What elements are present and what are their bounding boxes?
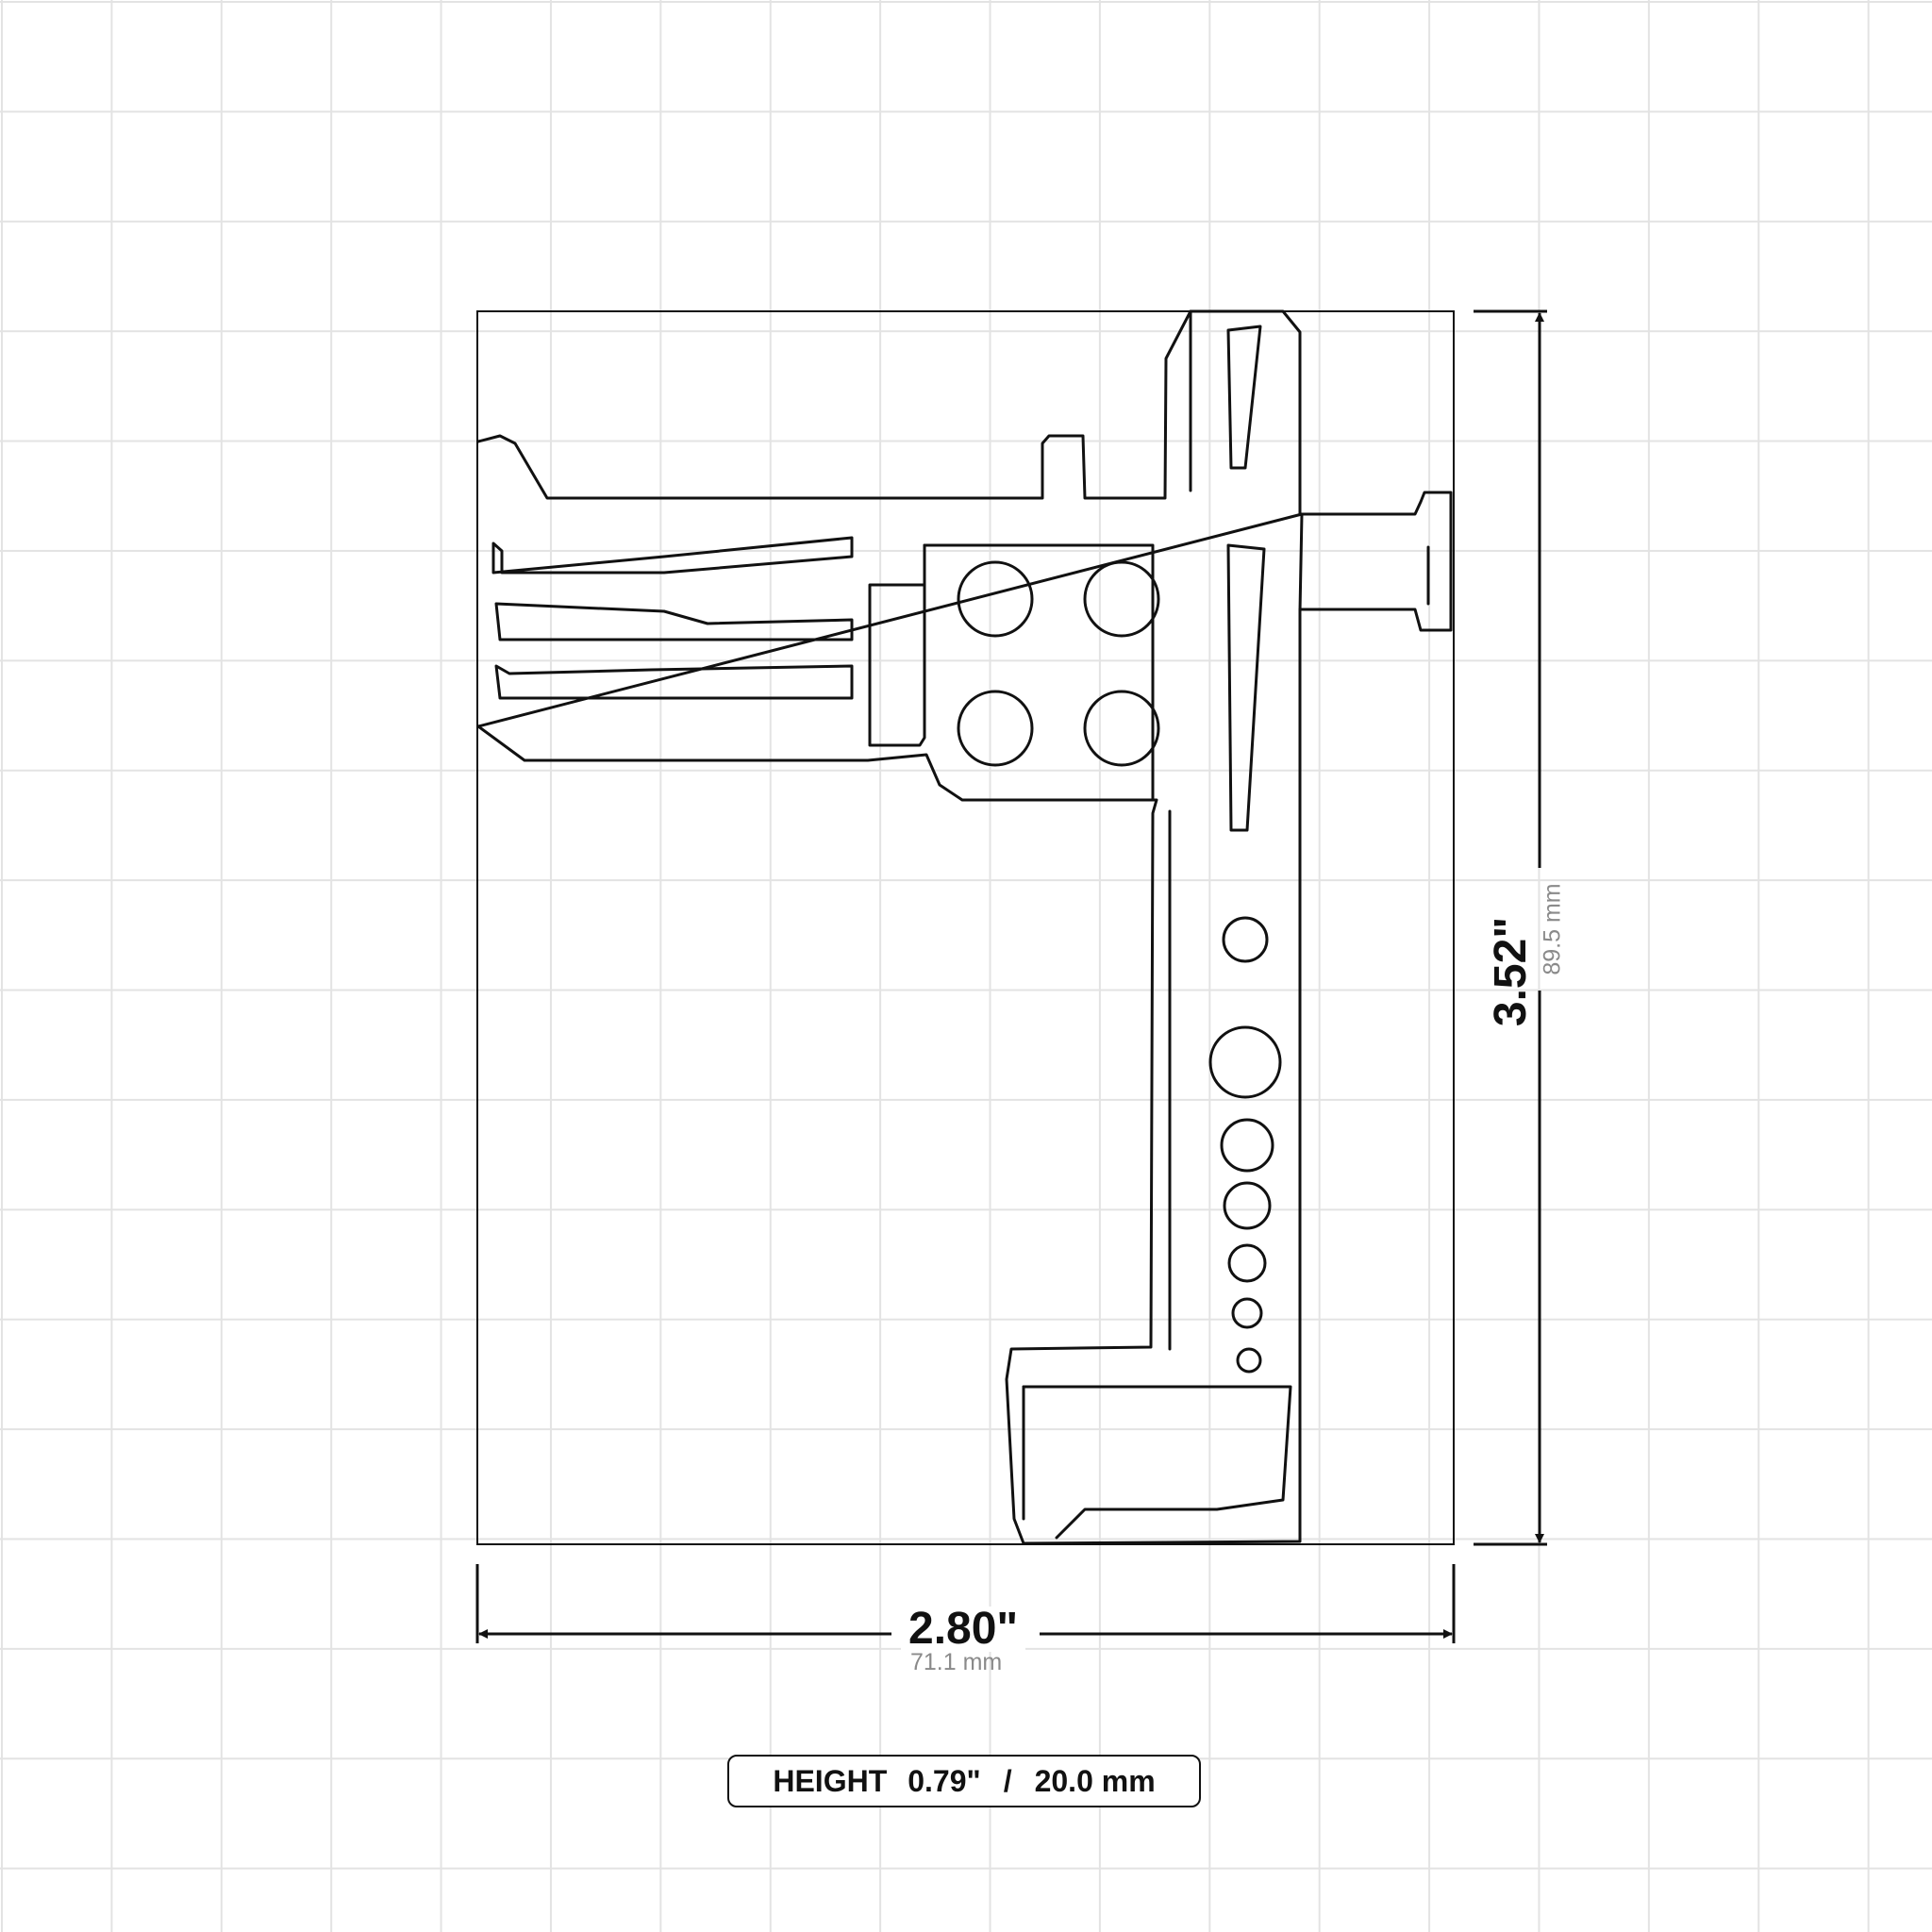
depth-label: HEIGHT: [773, 1763, 888, 1798]
round-pocket: [1236, 1347, 1262, 1374]
round-pocket: [1223, 1181, 1272, 1230]
bounding-box: [476, 310, 1455, 1545]
round-pocket: [1083, 690, 1160, 767]
slot-1: [491, 536, 854, 575]
slot-2: [494, 602, 854, 641]
height-value: 3.52": [1486, 916, 1536, 1027]
height-mm-value: 89.5 mm: [1539, 883, 1566, 975]
round-pocket: [1220, 1118, 1274, 1173]
vertical-slot-long: [1226, 543, 1266, 832]
slot-3: [494, 664, 854, 700]
width-mm-value: 71.1 mm: [910, 1649, 1003, 1675]
round-pocket: [1231, 1297, 1263, 1329]
round-pocket: [1083, 560, 1160, 638]
depth-inches: 0.79": [908, 1763, 981, 1798]
round-pocket: [957, 560, 1034, 638]
vertical-slots: [1226, 325, 1266, 832]
round-pocket: [1227, 1243, 1267, 1283]
round-pocket: [1222, 916, 1269, 963]
round-pockets-column: [1208, 916, 1282, 1374]
depth-badge: HEIGHT 0.79" / 20.0 mm: [727, 1755, 1201, 1807]
width-value: 2.80": [901, 1607, 1026, 1652]
vertical-slot-top: [1226, 325, 1262, 470]
depth-mm: 20.0 mm: [1034, 1763, 1156, 1798]
long-slots: [491, 536, 854, 700]
round-pockets-grid: [957, 560, 1160, 767]
round-pocket: [1208, 1025, 1282, 1099]
cutout-outline: [476, 309, 1453, 1545]
depth-separator: /: [1003, 1763, 1012, 1798]
round-pocket: [957, 690, 1034, 767]
dimension-lines: [475, 309, 1547, 1643]
